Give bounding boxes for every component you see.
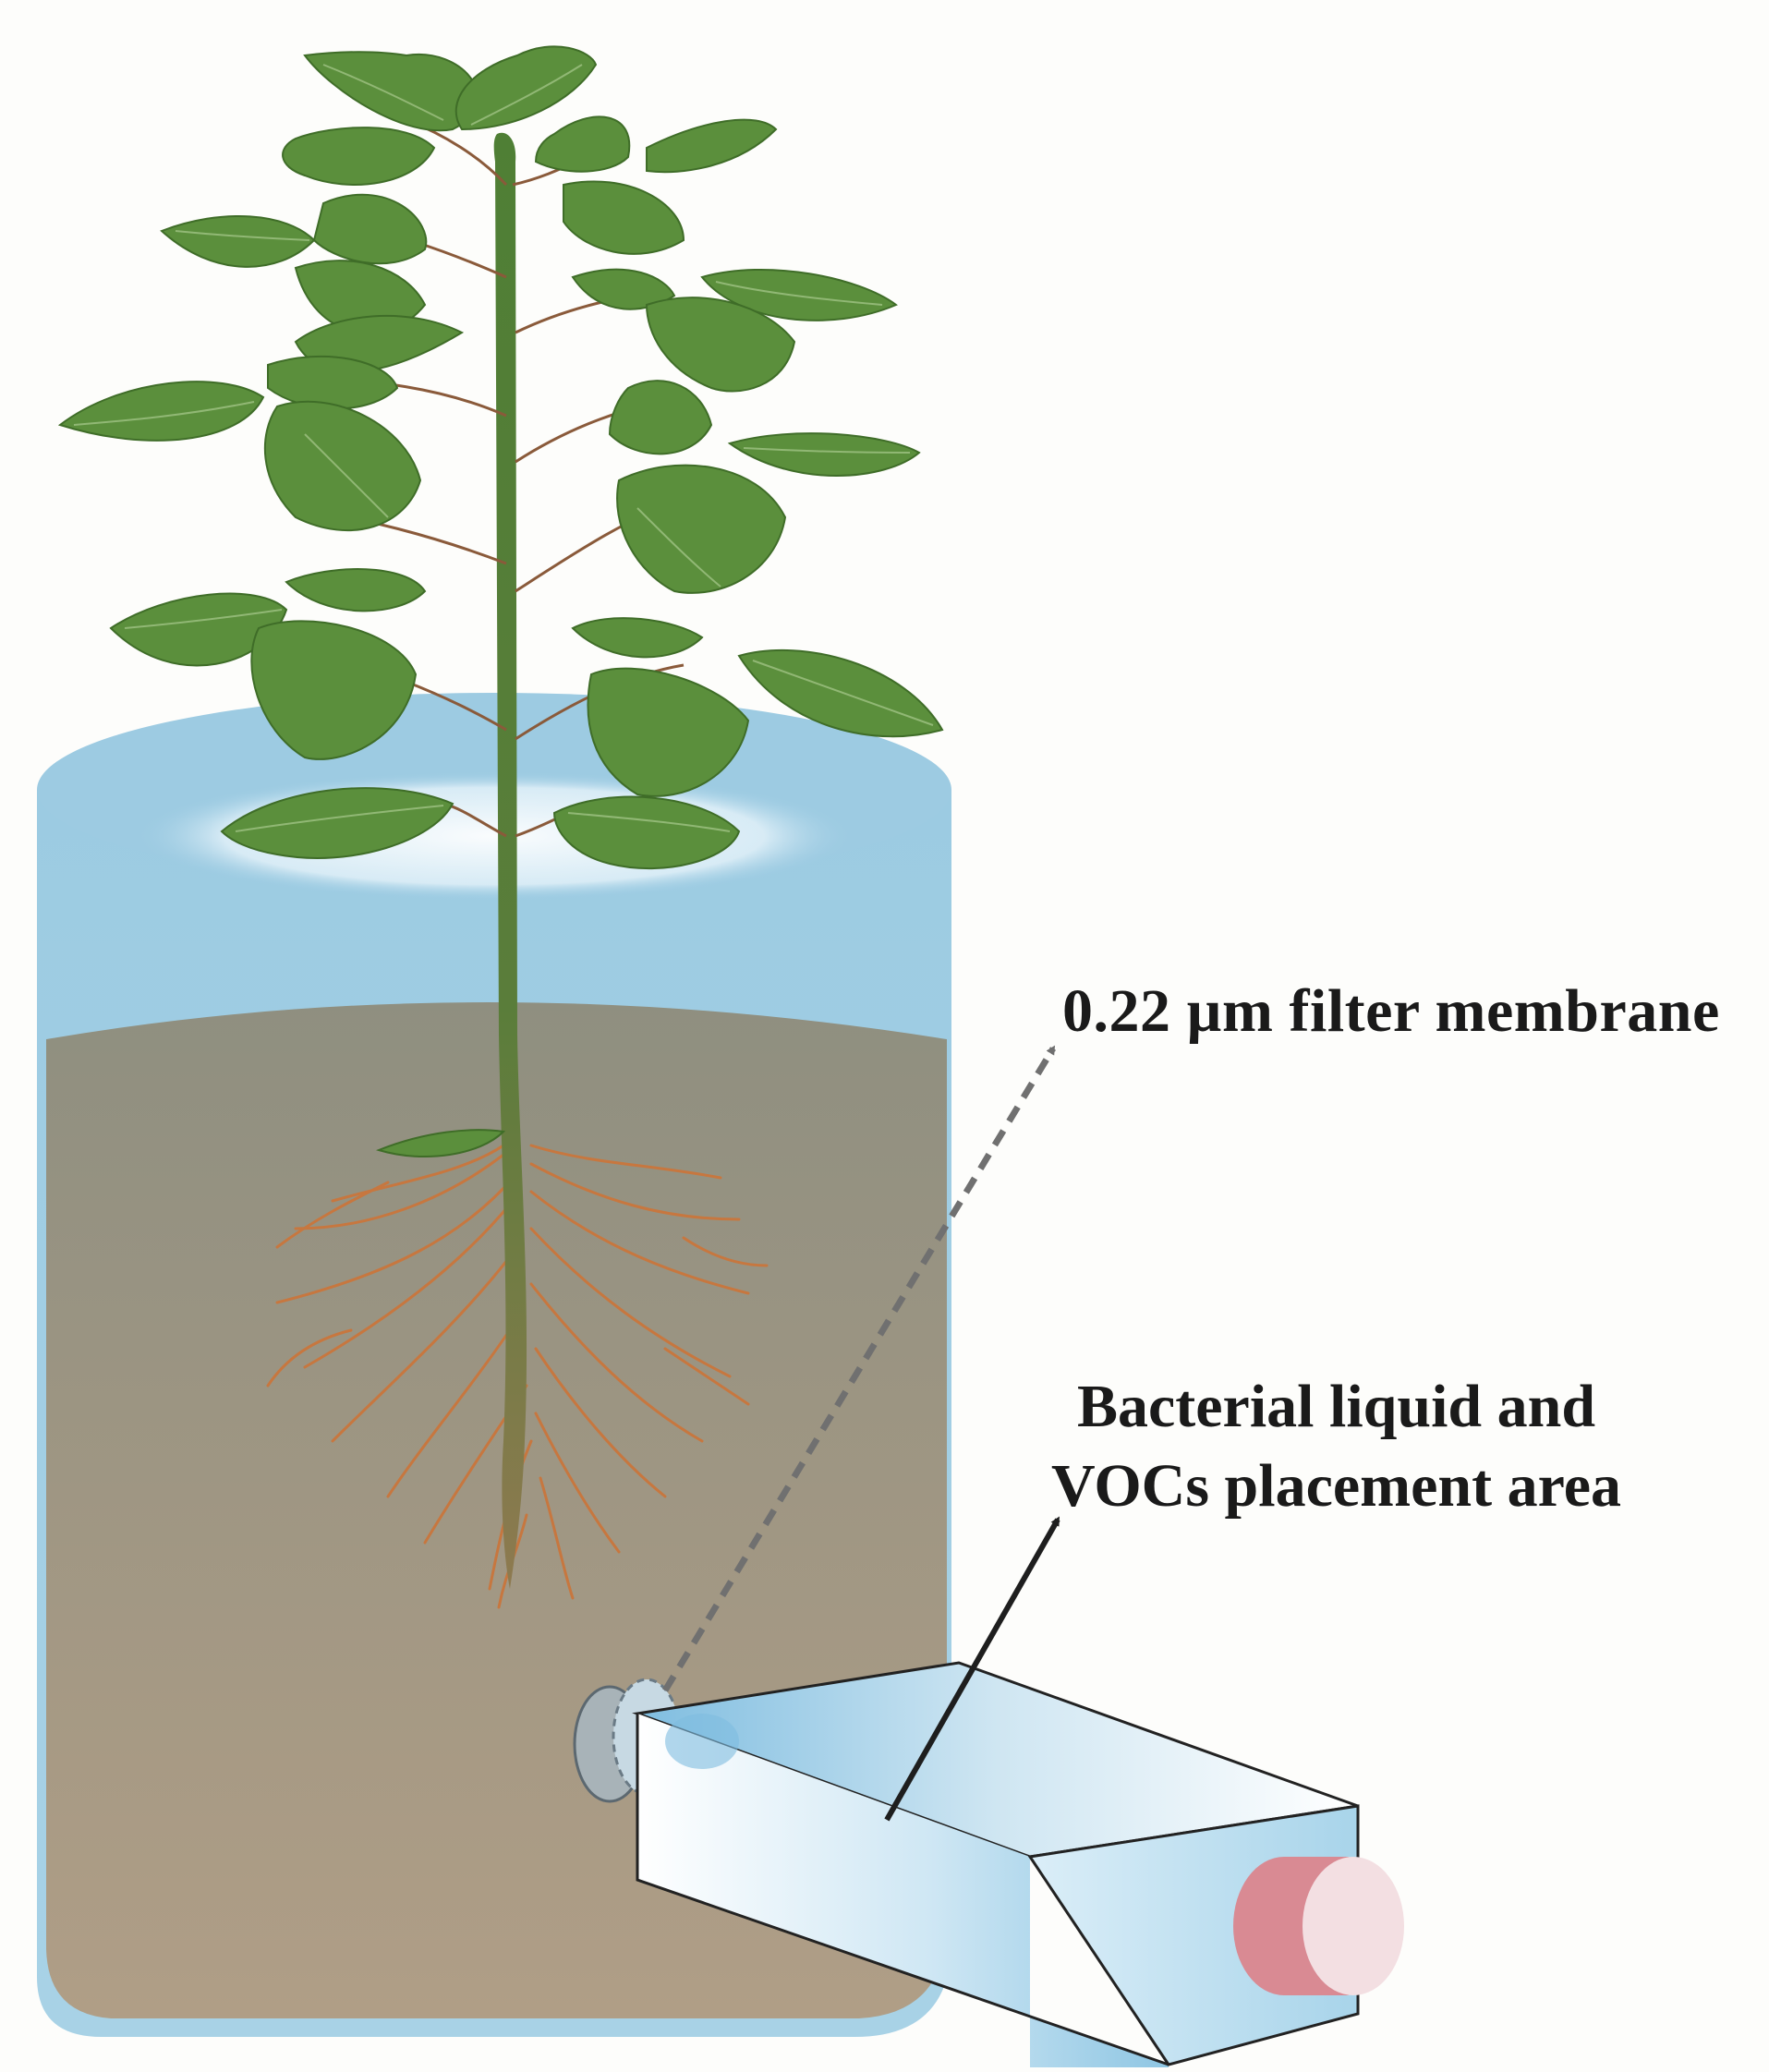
stem-illustration: [493, 132, 527, 1589]
bacteria-area-label-line1: Bacterial liquid and: [1076, 1373, 1596, 1440]
solid-arrow-icon: [884, 1516, 1060, 1822]
filter-membrane-label: 0.22 µm filter membrane: [1062, 977, 1720, 1045]
bacteria-area-label-line2: VOCs placement area: [1051, 1452, 1622, 1520]
chamber-illustration: [573, 1661, 1404, 2067]
dashed-arrow-icon: [662, 1045, 1056, 1692]
bacteria-area-label: Bacterial liquid and VOCs placement area: [1051, 1367, 1621, 1526]
plant-illustration: [57, 45, 944, 1158]
leaf-veins: [73, 64, 934, 832]
